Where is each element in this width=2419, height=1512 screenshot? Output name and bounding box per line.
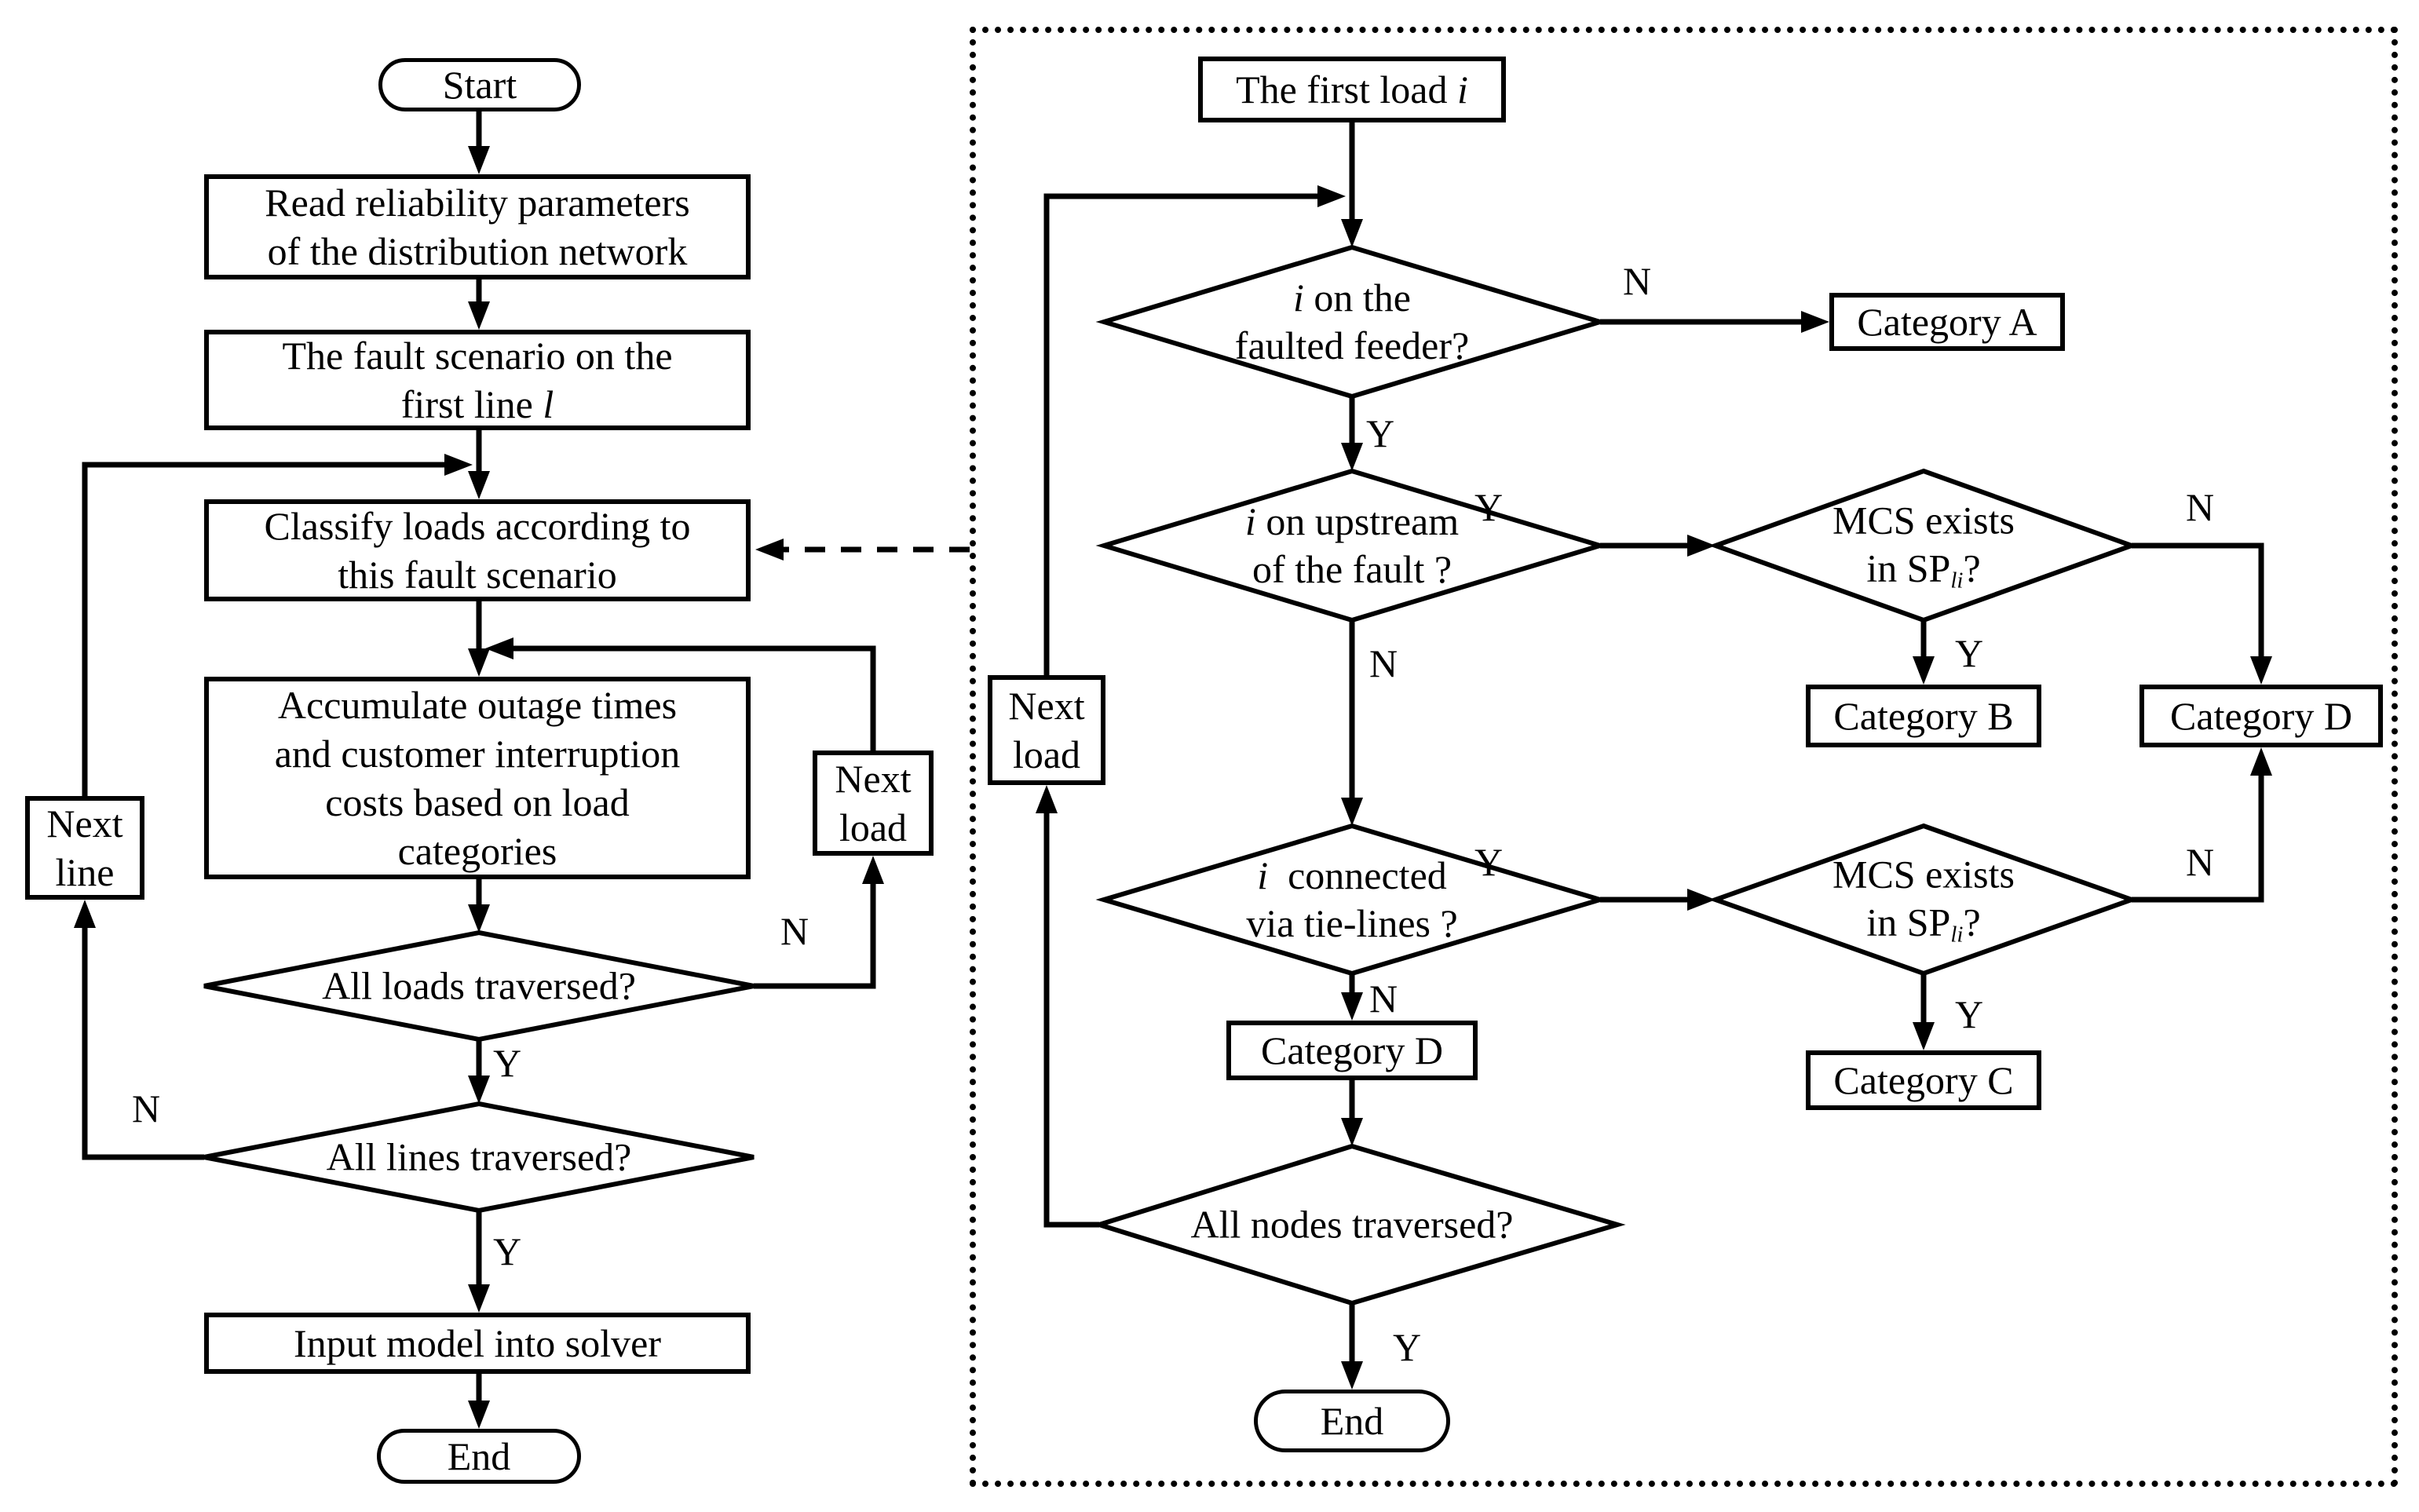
category-d-right-box: Category D — [2139, 685, 2383, 747]
arrowhead — [2250, 747, 2272, 776]
category-d-mid-box: Category D — [1226, 1021, 1478, 1080]
arrowhead — [468, 1076, 490, 1104]
category-b-box: Category B — [1806, 685, 2041, 747]
arrowhead — [1687, 889, 1716, 911]
arrowhead — [468, 471, 490, 499]
no-label-upstream: N — [1368, 641, 1398, 685]
arrowhead — [1341, 798, 1363, 826]
arrowhead — [74, 900, 96, 928]
arrowhead — [468, 1401, 490, 1429]
flow-connector — [513, 645, 876, 751]
arrowhead — [2250, 656, 2272, 685]
category-a-box: Category A — [1829, 293, 2065, 351]
arrowhead — [468, 904, 490, 933]
no-label-all-loads: N — [780, 909, 809, 953]
flow-connector — [82, 462, 444, 796]
arrowhead — [1341, 1118, 1363, 1146]
flow-connector — [1043, 813, 1099, 1228]
arrowhead — [444, 454, 473, 476]
arrowhead — [485, 637, 513, 659]
flow-connector — [2132, 542, 2264, 656]
all-nodes-traversed-decision-label: All nodes traversed? — [1190, 1202, 1514, 1247]
arrowhead — [755, 539, 784, 561]
arrowhead — [468, 648, 490, 677]
arrowhead — [862, 856, 884, 884]
arrowhead — [1341, 443, 1363, 471]
arrowhead — [1341, 1361, 1363, 1390]
input-model-step: Input model into solver — [204, 1313, 751, 1374]
yes-label-upstream: Y — [1474, 485, 1504, 529]
arrowhead — [1317, 185, 1346, 207]
no-label-all-lines: N — [131, 1087, 161, 1130]
arrowhead — [1036, 785, 1058, 813]
arrowhead — [468, 1284, 490, 1313]
no-label-mcs-tie: N — [2185, 840, 2215, 884]
no-label-faulted-feeder: N — [1622, 259, 1652, 303]
arrowhead — [1913, 656, 1935, 685]
all-loads-traversed-decision-label: All loads traversed? — [322, 963, 636, 1008]
yes-label-faulted-feeder: Y — [1365, 411, 1395, 455]
no-label-mcs-upstream: N — [2185, 485, 2215, 529]
yes-label-all-nodes: Y — [1392, 1325, 1422, 1369]
arrowhead — [468, 146, 490, 174]
start-terminal: Start — [378, 58, 581, 111]
yes-label-mcs-upstream: Y — [1954, 631, 1984, 675]
yes-label-mcs-tie: Y — [1954, 992, 1984, 1036]
flow-connector — [754, 884, 876, 989]
no-label-tie-lines: N — [1368, 977, 1398, 1021]
end-terminal-right: End — [1254, 1390, 1450, 1452]
end-terminal-left: End — [377, 1429, 581, 1484]
arrowhead — [468, 301, 490, 330]
all-lines-traversed-decision-label: All lines traversed? — [326, 1134, 632, 1179]
arrowhead — [1801, 311, 1829, 333]
arrowhead — [1341, 992, 1363, 1021]
arrowhead — [1913, 1022, 1935, 1050]
yes-label-all-loads: Y — [492, 1041, 522, 1085]
category-c-box: Category C — [1806, 1050, 2041, 1110]
subroutine-panel-border — [970, 27, 2398, 1487]
arrowhead — [1687, 535, 1716, 557]
yes-label-tie-lines: Y — [1474, 840, 1504, 884]
flow-connector — [82, 928, 204, 1160]
first-load-step: The first load i — [1198, 57, 1506, 122]
flow-connector — [1043, 193, 1317, 675]
arrowhead — [1341, 219, 1363, 247]
yes-label-all-lines: Y — [492, 1229, 522, 1273]
flow-connector — [2132, 776, 2264, 903]
